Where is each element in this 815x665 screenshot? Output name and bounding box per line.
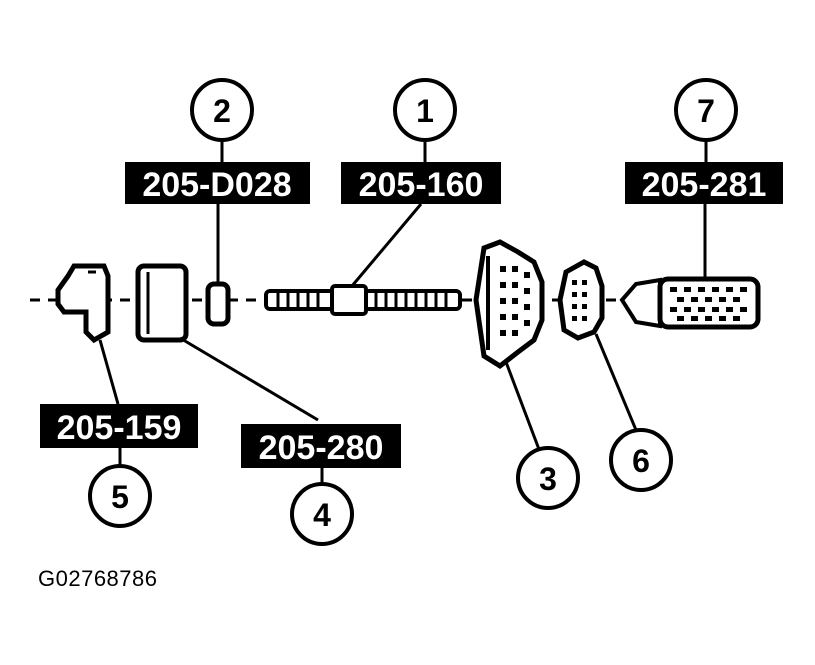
callout-1: 1 [393, 78, 457, 142]
tool-label-205-160: 205-160 [341, 162, 501, 204]
tool-label-205-281: 205-281 [625, 162, 783, 204]
part-2-spacer [205, 281, 231, 327]
callout-number: 2 [213, 93, 231, 129]
callout-7: 7 [674, 78, 738, 142]
part-6-small-cup [557, 259, 605, 341]
callout-number: 7 [697, 93, 715, 129]
tool-label-text: 205-160 [359, 166, 484, 204]
tool-label-text: 205-280 [259, 429, 384, 467]
callout-number: 4 [313, 497, 331, 533]
leader-lines [98, 142, 708, 484]
part-7-knurled-handle [619, 276, 761, 330]
callout-4: 4 [290, 482, 354, 546]
part-3-cup [473, 239, 545, 370]
tool-label-205-280: 205-280 [241, 424, 401, 468]
callout-3: 3 [516, 446, 580, 510]
part-5-elbow-adapter [55, 263, 111, 344]
figure-id: G02768786 [38, 566, 158, 591]
callout-2: 2 [190, 78, 254, 142]
callout-5: 5 [88, 464, 152, 528]
tool-label-text: 205-281 [642, 166, 767, 204]
callout-number: 1 [416, 93, 434, 129]
callout-number: 3 [539, 461, 557, 497]
callout-number: 6 [632, 443, 650, 479]
tool-label-205-159: 205-159 [40, 404, 198, 448]
tool-label-text: 205-D028 [142, 166, 291, 204]
tool-label-205-D028: 205-D028 [125, 162, 310, 204]
callout-6: 6 [609, 428, 673, 492]
part-4-sleeve [135, 263, 189, 343]
tool-label-text: 205-159 [57, 409, 182, 447]
part-1-threaded-rod [264, 284, 462, 316]
callout-number: 5 [111, 479, 129, 515]
